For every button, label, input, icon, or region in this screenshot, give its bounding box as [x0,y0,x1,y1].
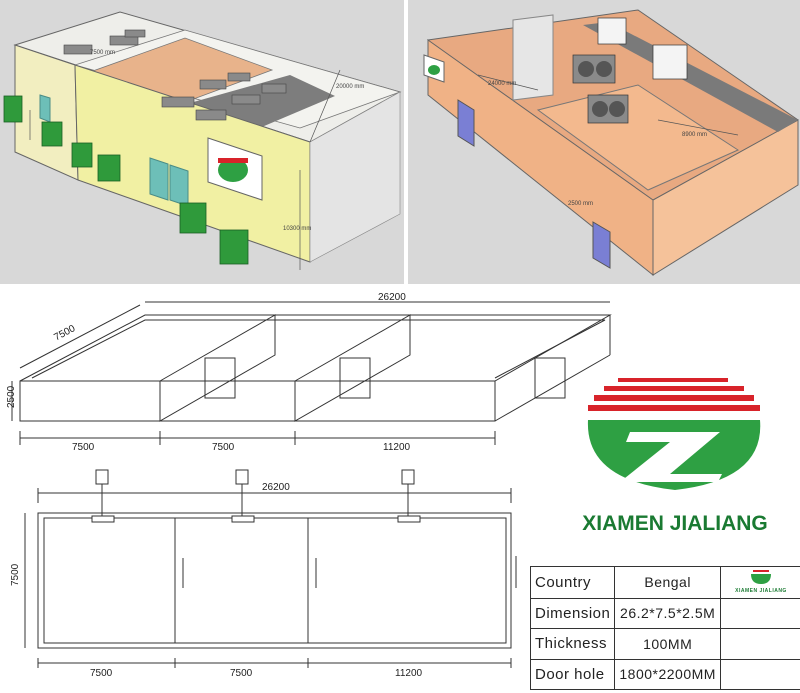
logo-z-mark [620,432,722,482]
door-right [592,221,611,269]
iso-view [11,301,612,445]
plan-section-1: 7500 [90,668,113,679]
spec-row-door-hole: Door hole 1800*2200MM [529,658,800,690]
small-brand-name: XIAMEN JIALIANG [735,588,787,594]
dim-length-label: 20000 mm [336,84,364,90]
wall-logo-icon [428,65,440,75]
spec-row-country: Country Bengal XIAMEN JIALIANG [529,566,800,599]
small-logo-cell: XIAMEN JIALIANG [719,566,800,599]
dimension-lines [477,74,739,136]
end-wall [652,119,799,276]
iso-section-1: 7500 [72,442,95,453]
condensing-units [3,95,249,265]
iso-section-3: 11200 [383,442,411,453]
company-logo: XIAMEN JIALIANG [582,378,768,535]
wall-logo-stripe [218,158,248,163]
spec-label: Thickness [529,628,616,660]
sliding-door-2 [169,164,189,207]
brand-name: XIAMEN JIALIANG [582,512,768,535]
dim-height-label: 10300 mm [283,226,311,232]
render-exterior-view: 7500 mm 20000 mm 10300 mm [0,0,404,284]
spec-row-dimension: Dimension 26.2*7.5*2.5M [529,597,800,630]
logo-red-stripes [588,378,760,411]
spec-empty-cell [719,628,800,660]
door-left [457,99,475,147]
render-interior-view: 24000 mm 8900 mm 2500 mm [408,0,800,284]
interior-render-svg: 24000 mm 8900 mm 2500 mm [423,9,799,277]
unit-fans [578,61,625,117]
spec-row-thickness: Thickness 100MM [529,628,800,660]
corridor-strip [583,22,798,132]
dim-length-label: 24000 mm [488,81,516,87]
plan-view [24,469,517,668]
plan-total-length: 26200 [262,482,290,493]
dim-width-label: 8900 mm [682,132,707,138]
spec-value: 26.2*7.5*2.5M [614,597,721,630]
spec-label: Dimension [529,597,616,630]
wall-logo-icon [218,158,248,182]
iso-height: 2500 [6,385,17,408]
dimension-lines [29,69,341,270]
dim-width-label: 7500 mm [90,50,115,56]
dim-door-label: 2500 mm [568,201,593,207]
spec-label: Door hole [529,658,616,690]
plan-section-3: 11200 [395,668,423,679]
small-logo: XIAMEN JIALIANG [735,569,787,594]
sliding-door-1 [149,157,169,201]
spec-empty-cell [719,658,800,690]
exterior-render-svg: 7500 mm 20000 mm 10300 mm [3,11,402,270]
spec-label: Country [529,566,616,599]
back-partition [512,14,554,101]
plan-section-2: 7500 [230,668,253,679]
spec-empty-cell [719,597,800,630]
right-wall [309,91,401,263]
iso-section-2: 7500 [212,442,235,453]
technical-drawing: 26200 7500 2500 7500 7500 11200 26200 75… [6,292,612,679]
rooftop-units [63,29,287,121]
small-door [39,94,51,123]
plan-depth: 7500 [10,563,21,586]
spec-value: 100MM [614,628,721,660]
spec-value: 1800*2200MM [614,658,721,690]
iso-total-length: 26200 [378,292,406,303]
spec-value: Bengal [614,566,721,599]
spec-table: Country Bengal XIAMEN JIALIANG Dimension… [529,566,800,690]
